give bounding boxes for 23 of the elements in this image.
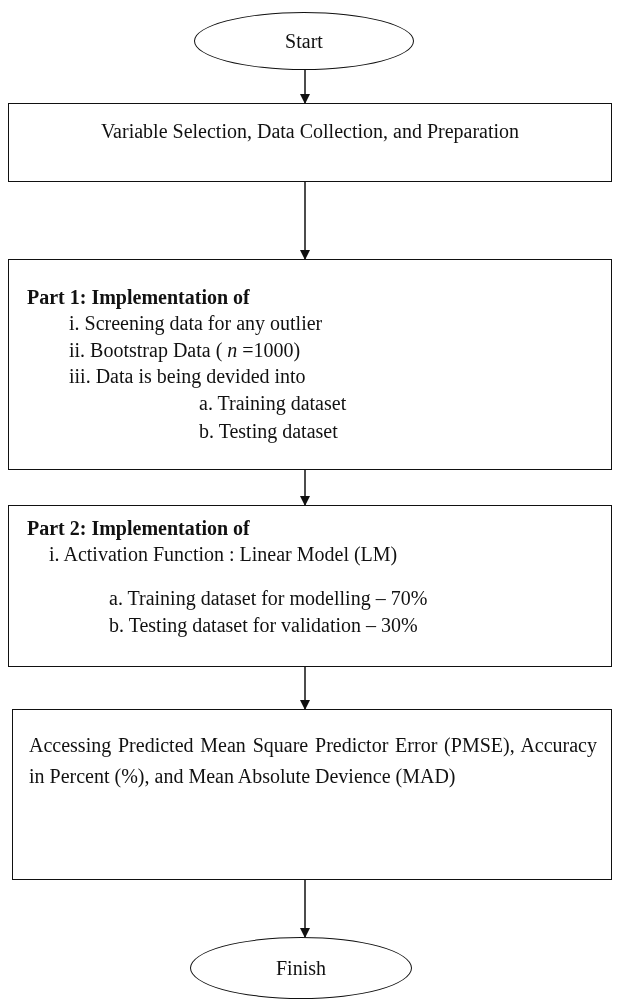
- list-item: i. Activation Function : Linear Model (LM): [49, 542, 398, 566]
- arrow: [300, 879, 310, 938]
- arrow: [300, 666, 310, 710]
- terminal-label: Finish: [276, 956, 326, 980]
- section-heading: Part 2: Implementation of: [27, 516, 250, 540]
- arrow: [300, 469, 310, 506]
- terminal-label: Start: [285, 29, 323, 53]
- list-item: a. Training dataset: [199, 391, 347, 415]
- process-box: [8, 103, 612, 182]
- process-label: Variable Selection, Data Collection, and Preparation: [99, 119, 521, 143]
- list-item: iii. Data is being devided into: [69, 364, 306, 388]
- section-heading: Part 1: Implementation of: [27, 285, 250, 309]
- process-box: [8, 259, 612, 470]
- list-item: i. Screening data for any outlier: [69, 311, 323, 335]
- list-item: a. Training dataset for modelling – 70%: [109, 586, 428, 610]
- list-item: ii. Bootstrap Data ( n =1000): [69, 338, 301, 362]
- process-box: [12, 709, 612, 880]
- arrow: [300, 181, 310, 260]
- process-label: Accessing Predicted Mean Square Predictor Error (PMSE), Accuracy in Percent (%), and Mean Absolute Devience (MAD): [29, 733, 597, 790]
- list-item: b. Testing dataset for validation – 30%: [109, 613, 418, 637]
- arrow: [300, 69, 310, 104]
- list-item: b. Testing dataset: [199, 419, 338, 443]
- process-box: [8, 505, 612, 667]
